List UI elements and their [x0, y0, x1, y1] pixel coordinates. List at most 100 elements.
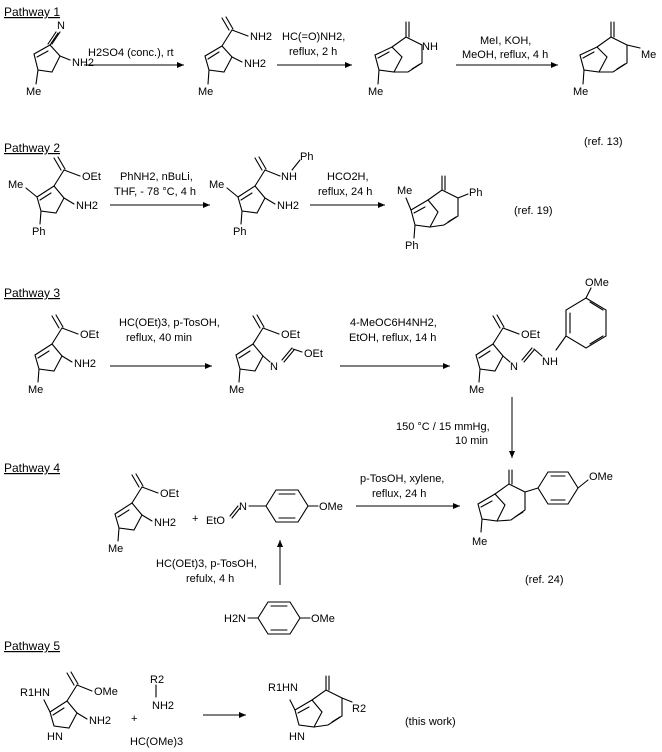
- pathway-3-step-3a: 150 °C / 15 mmHg,: [396, 421, 490, 433]
- pathway-5-header: Pathway 5: [4, 639, 60, 653]
- hn-label: HN: [289, 731, 305, 743]
- pathway-3-step-1b: reflux, 40 min: [126, 332, 192, 344]
- pathway-3-imidate: OEt N OEt Me: [229, 314, 323, 396]
- methyl-label: Me: [368, 86, 383, 98]
- pathway-4-step-1b: reflux, 24 h: [372, 488, 426, 500]
- pathway-4-starting-material: OEt NH2 Me: [108, 473, 179, 555]
- pathway-4-reference: (ref. 24): [525, 574, 564, 586]
- methyl-label: Me: [209, 179, 224, 191]
- methyl-label: Me: [397, 185, 412, 197]
- h2n-label: H2N: [224, 613, 246, 625]
- imine-n-label: N: [239, 501, 247, 513]
- pathway-2-reference: (ref. 19): [514, 205, 553, 217]
- pathway-3-step-2b: EtOH, reflux, 14 h: [349, 332, 436, 344]
- pathway-1-step-2b: reflux, 2 h: [289, 46, 337, 58]
- pathway-5-note: (this work): [405, 716, 456, 728]
- pathway-4-product: OMe Me: [472, 469, 613, 548]
- imine-n-label: N: [270, 361, 278, 373]
- oet-label: OEt: [521, 329, 540, 341]
- methyl-label: Me: [28, 384, 43, 396]
- nh-label: NH: [542, 356, 558, 368]
- methoxy-label: OMe: [311, 613, 335, 625]
- methyl-label: Me: [198, 86, 213, 98]
- nh2-label: NH2: [277, 200, 299, 212]
- orthoformate-label: HC(OMe)3: [130, 736, 183, 748]
- pathway-4-aniline: H2N OMe: [224, 601, 335, 635]
- methyl-label: Me: [26, 86, 41, 98]
- pathway-3-step-2a: 4-MeOC6H4NH2,: [350, 317, 437, 329]
- nh-label: NH: [281, 171, 297, 183]
- methyl-label: Me: [8, 179, 23, 191]
- pathway-5-starting-material: R1HN OMe NH2 HN: [20, 671, 118, 743]
- r1hn-label: R1HN: [268, 682, 298, 694]
- methoxy-label: OMe: [94, 686, 118, 698]
- nh2-label: NH2: [89, 715, 111, 727]
- pathway-5-amine: R2 NH2: [150, 674, 174, 712]
- pathway-1-carboxamide: NH2 NH2 Me: [198, 16, 272, 98]
- pathway-2-step-2a: HCO2H,: [327, 171, 369, 183]
- pathway-2-step-1a: PhNH2, nBuLi,: [120, 171, 193, 183]
- pathway-4-plus: +: [192, 513, 198, 525]
- oet-label: OEt: [304, 348, 323, 360]
- methyl-label: Me: [573, 86, 588, 98]
- nh2-label: NH2: [154, 517, 176, 529]
- imine-n-label: N: [510, 361, 518, 373]
- pathway-1-reference: (ref. 13): [584, 136, 623, 148]
- nh-label: NH: [422, 41, 438, 53]
- pathway-4-step-1a: p-TosOH, xylene,: [360, 473, 444, 485]
- pathway-2-starting-material: OEt Me NH2 Ph: [8, 156, 101, 238]
- methoxy-label: OMe: [589, 471, 613, 483]
- amide-nh2-label: NH2: [250, 31, 272, 43]
- phenyl-label: Ph: [32, 226, 45, 238]
- pathway-5-plus: +: [131, 713, 137, 725]
- r2-label: R2: [352, 703, 366, 715]
- pathway-2-step-2b: reflux, 24 h: [318, 186, 372, 198]
- oet-label: OEt: [80, 329, 99, 341]
- pathway-2-product: Me Ph Ph: [397, 175, 482, 252]
- eto-label: EtO: [206, 515, 225, 527]
- phenyl-label: Ph: [233, 226, 246, 238]
- pathway-1-pyrazolopyrimidinone: NH Me: [368, 21, 438, 98]
- r2-label: R2: [150, 674, 164, 686]
- nh2-label: NH2: [72, 57, 94, 69]
- pathway-2-step-1b: THF, - 78 °C, 4 h: [114, 186, 196, 198]
- pathway-4-imidate: EtO N OMe: [206, 489, 343, 527]
- pathway-1-header: Pathway 1: [4, 5, 60, 19]
- hn-label: HN: [47, 731, 63, 743]
- methyl-label: Me: [229, 384, 244, 396]
- pathway-4-step-2b: refulx, 4 h: [186, 573, 234, 585]
- methoxy-label: OMe: [319, 501, 343, 513]
- pathway-3-starting-material: OEt NH2 Me: [28, 314, 99, 396]
- pathway-1-product: Me Me: [573, 21, 656, 98]
- pathway-1-step-2a: HC(=O)NH2,: [282, 31, 345, 43]
- pathway-4-header: Pathway 4: [4, 461, 60, 475]
- phenyl-label: Ph: [405, 240, 418, 252]
- oet-label: OEt: [281, 329, 300, 341]
- oet-label: OEt: [160, 488, 179, 500]
- cn-label: N: [57, 20, 65, 32]
- amino-nh2-label: NH2: [244, 58, 266, 70]
- pathway-3-step-3b: 10 min: [455, 435, 488, 447]
- pathway-3-header: Pathway 3: [4, 286, 60, 300]
- pathway-3-amidine: OEt N NH OMe Me: [469, 277, 609, 396]
- nh2-label: NH2: [76, 200, 98, 212]
- pathway-5-product: R1HN R2 HN: [268, 675, 366, 743]
- methoxy-label: OMe: [585, 277, 609, 289]
- pathway-3-step-1a: HC(OEt)3, p-TosOH,: [119, 317, 220, 329]
- methyl-label: Me: [108, 543, 123, 555]
- pathway-1-step-1: H2SO4 (conc.), rt: [88, 47, 174, 59]
- pathway-1-step-3b: MeOH, reflux, 4 h: [462, 49, 548, 61]
- n-methyl-label: Me: [641, 49, 656, 61]
- pathway-1-step-3a: MeI, KOH,: [480, 35, 531, 47]
- r1hn-label: R1HN: [20, 687, 50, 699]
- methyl-label: Me: [472, 536, 487, 548]
- pathway-2-header: Pathway 2: [4, 141, 60, 155]
- nh2-label: NH2: [74, 358, 96, 370]
- pathway-1-starting-material: N NH2 Me: [26, 20, 94, 98]
- pathway-4-step-2a: HC(OEt)3, p-TosOH,: [156, 558, 257, 570]
- n-phenyl-label: Ph: [469, 187, 482, 199]
- methyl-label: Me: [469, 384, 484, 396]
- oet-label: OEt: [82, 171, 101, 183]
- pathway-2-anilide: NH Ph Me NH2 Ph: [209, 151, 313, 238]
- phenyl-label: Ph: [300, 151, 313, 163]
